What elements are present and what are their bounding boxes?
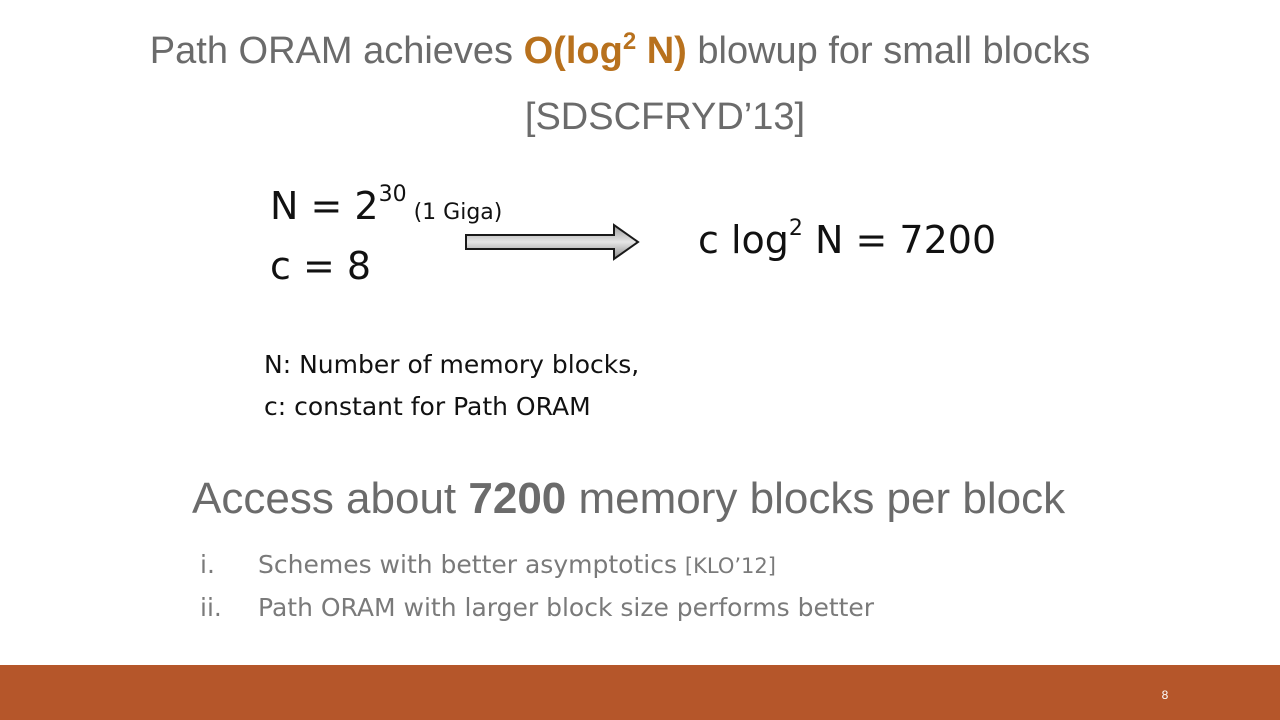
list-item-citation: [KLO’12] [684,554,776,578]
param-n-base: N = 2 [270,184,379,228]
definition-n: N: Number of memory blocks, [264,350,640,379]
slide-title: Path ORAM achieves O(log2 N) blowup for … [0,30,1240,73]
definition-c: c: constant for Path ORAM [264,392,591,421]
result-prefix: c log [698,218,789,262]
param-n: N = 230 (1 Giga) [270,182,503,229]
definitions: N: Number of memory blocks, c: constant … [264,344,639,428]
param-n-exponent: 30 [378,182,407,207]
list-item-number: i. [200,550,215,579]
access-count: 7200 [468,474,567,523]
title-suffix: blowup for small blocks [686,30,1091,72]
result-suffix: N = 7200 [802,218,997,262]
page-number: 8 [1161,688,1169,702]
title-prefix: Path ORAM achieves [149,30,524,72]
numbered-list: i. Schemes with better asymptotics [KLO’… [200,544,874,629]
list-item: ii. Path ORAM with larger block size per… [200,587,874,629]
param-c: c = 8 [270,244,372,288]
footer-bar [0,665,1280,720]
list-item-label: Path ORAM with larger block size perform… [258,593,875,622]
result-exponent: 2 [788,216,803,241]
access-statement: Access about 7200 memory blocks per bloc… [192,474,1065,524]
list-item-label: Schemes with better asymptotics [258,550,685,579]
result-formula: c log2 N = 7200 [698,216,997,263]
access-prefix: Access about [192,474,469,523]
title-complexity-main: O(log [523,30,623,72]
list-item-text: Schemes with better asymptotics [KLO’12] [258,544,776,587]
title-complexity: O(log2 N) [523,28,687,73]
title-complexity-end: N) [636,30,687,72]
list-item-number: ii. [200,593,222,622]
list-item-text: Path ORAM with larger block size perform… [258,587,874,629]
title-citation: [SDSCFRYD’13] [524,96,806,138]
access-suffix: memory blocks per block [566,474,1066,523]
right-arrow-icon [465,223,640,261]
title-complexity-exponent: 2 [622,28,637,55]
list-item: i. Schemes with better asymptotics [KLO’… [200,544,874,587]
param-n-note: (1 Giga) [406,200,503,225]
